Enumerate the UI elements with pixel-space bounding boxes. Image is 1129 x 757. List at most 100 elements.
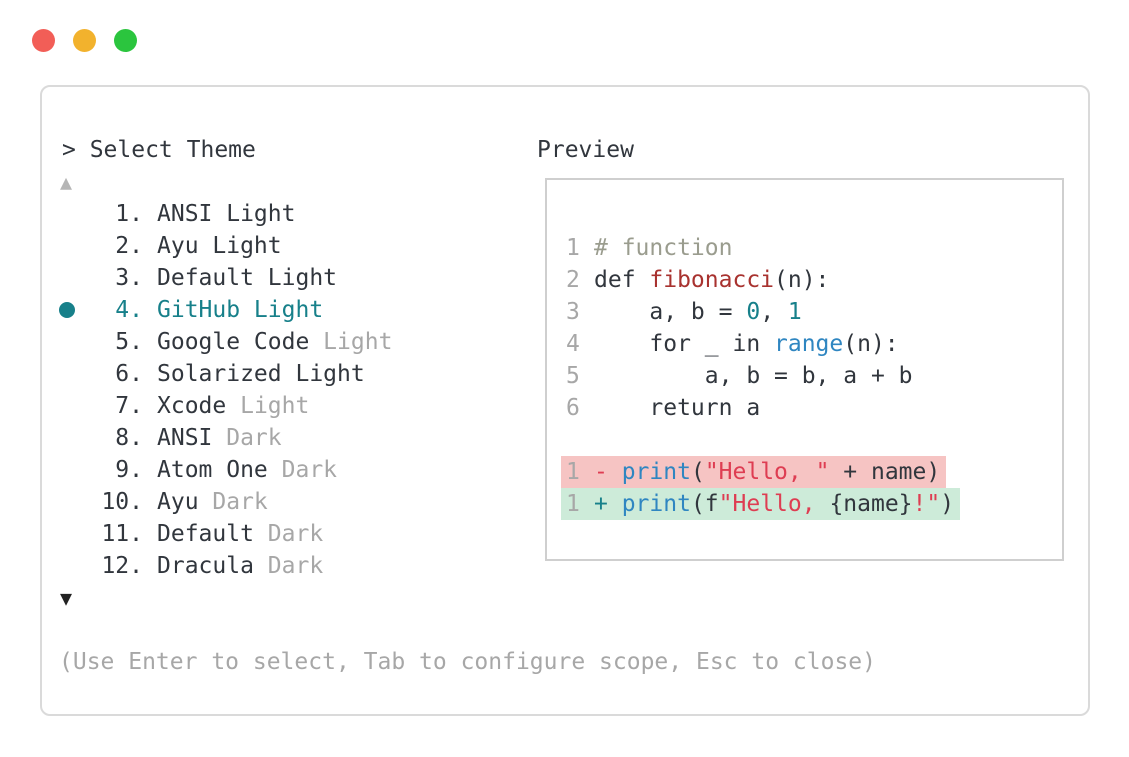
code-token-comment: # function xyxy=(594,235,733,261)
code-line: 5 a, b = b, a + b xyxy=(561,360,919,392)
code-token-builtin: print xyxy=(621,491,691,517)
theme-item-number: 11. xyxy=(101,521,143,547)
code-token-plain: , xyxy=(760,299,788,325)
code-token-plain: a, b = b, a + b xyxy=(594,363,913,389)
code-token-removed-marker: - xyxy=(594,459,622,485)
diff-line-removed: 1- print("Hello, " + name) xyxy=(561,456,947,488)
spacer xyxy=(59,614,529,646)
bullet-slot xyxy=(59,230,90,262)
theme-item[interactable]: 10. Ayu Dark xyxy=(59,486,529,518)
code-token-plain: + name) xyxy=(829,459,941,485)
line-number: 6 xyxy=(566,395,580,421)
code-line: 1 # function xyxy=(561,232,738,264)
maximize-button[interactable] xyxy=(114,29,137,52)
line-number: 1 xyxy=(566,235,580,261)
bullet-slot xyxy=(59,550,90,582)
theme-item-number: 2. xyxy=(115,233,143,259)
code-token-added-marker: + xyxy=(594,491,622,517)
theme-item-variant-muted: Dark xyxy=(198,489,268,515)
bullet-slot xyxy=(59,198,90,230)
theme-item[interactable]: 5. Google Code Light xyxy=(59,326,529,358)
bullet-slot xyxy=(59,518,90,550)
hint-text: (Use Enter to select, Tab to configure s… xyxy=(59,649,876,675)
code-token-func: fibonacci xyxy=(649,267,775,293)
bullet-slot xyxy=(59,422,90,454)
selected-bullet-icon xyxy=(59,302,75,318)
theme-item-variant-muted: Dark xyxy=(267,457,338,483)
bullet-slot xyxy=(59,262,90,294)
theme-item[interactable]: 8.ANSI Dark xyxy=(59,422,529,454)
theme-item[interactable]: 7.Xcode Light xyxy=(59,390,529,422)
preview-label: Preview xyxy=(537,137,634,163)
theme-item-name: Solarized Light xyxy=(157,361,365,387)
theme-item[interactable]: 12.Dracula Dark xyxy=(59,550,529,582)
code-token-builtin: print xyxy=(621,459,691,485)
theme-item-variant-muted: Dark xyxy=(212,425,282,451)
theme-item-name: Ayu xyxy=(157,489,199,515)
code-token-plain: (n): xyxy=(774,267,830,293)
code-token-plain: ( xyxy=(690,459,705,485)
code-line: 6 return a xyxy=(561,392,766,424)
theme-item-name: Xcode xyxy=(157,393,227,419)
code-token-string: "Hello, xyxy=(718,491,830,517)
theme-item-name: Default xyxy=(157,521,254,547)
theme-item-name: GitHub Light xyxy=(157,297,324,323)
code-token-plain: def xyxy=(594,267,650,293)
theme-item-variant-muted: Dark xyxy=(253,521,324,547)
line-number: 5 xyxy=(566,363,580,389)
code-token-plain: (n): xyxy=(843,331,899,357)
bullet-slot xyxy=(59,294,90,326)
theme-item-name: Ayu Light xyxy=(157,233,282,259)
window-controls xyxy=(32,29,137,52)
theme-item[interactable]: 2. Ayu Light xyxy=(59,230,529,262)
theme-item-name: ANSI Light xyxy=(157,201,296,227)
code-token-plain: return a xyxy=(594,395,761,421)
code-token-num: 1 xyxy=(787,299,802,325)
theme-item[interactable]: 11. Default Dark xyxy=(59,518,529,550)
theme-item-variant-muted: Light xyxy=(226,393,310,419)
bullet-slot xyxy=(59,326,90,358)
code-token-plain: {name} xyxy=(829,491,913,517)
code-token-builtin: range xyxy=(774,331,844,357)
scroll-up-icon[interactable]: ▲ xyxy=(60,170,73,194)
theme-item[interactable]: 6. Solarized Light xyxy=(59,358,529,390)
theme-item[interactable]: 1.ANSI Light xyxy=(59,198,529,230)
theme-item-number: 12. xyxy=(101,553,143,579)
theme-item-number: 8. xyxy=(115,425,143,451)
theme-item-number: 10. xyxy=(101,489,143,515)
code-token-string: "Hello, " xyxy=(704,459,830,485)
theme-item-name: Google Code xyxy=(157,329,310,355)
scroll-down-icon[interactable]: ▼ xyxy=(60,586,73,610)
bullet-slot xyxy=(59,454,90,486)
code-token-plain: for _ in xyxy=(594,331,775,357)
code-line: 4 for _ in range(n): xyxy=(561,328,905,360)
theme-item[interactable]: 4.GitHub Light xyxy=(59,294,529,326)
theme-item-variant-muted: Light xyxy=(309,329,393,355)
close-button[interactable] xyxy=(32,29,55,52)
line-number: 2 xyxy=(566,267,580,293)
minimize-button[interactable] xyxy=(73,29,96,52)
bullet-slot xyxy=(59,358,90,390)
code-line: 3 a, b = 0, 1 xyxy=(561,296,808,328)
code-token-plain: (f xyxy=(690,491,719,517)
code-line xyxy=(561,424,600,456)
code-token-plain: ) xyxy=(940,491,955,517)
line-number xyxy=(566,424,594,456)
theme-item[interactable]: 3.Default Light xyxy=(59,262,529,294)
code-line: 2 def fibonacci(n): xyxy=(561,264,835,296)
line-number: 1 xyxy=(566,459,580,485)
diff-line-added: 1+ print(f"Hello, {name}!") xyxy=(561,488,961,520)
theme-item-number: 6. xyxy=(115,361,143,387)
line-number: 4 xyxy=(566,331,580,357)
theme-item-number: 5. xyxy=(115,329,143,355)
theme-item[interactable]: 9.Atom One Dark xyxy=(59,454,529,486)
code-token-plain: a, b = xyxy=(594,299,747,325)
theme-item-name: Dracula xyxy=(157,553,254,579)
line-number: 1 xyxy=(566,491,580,517)
